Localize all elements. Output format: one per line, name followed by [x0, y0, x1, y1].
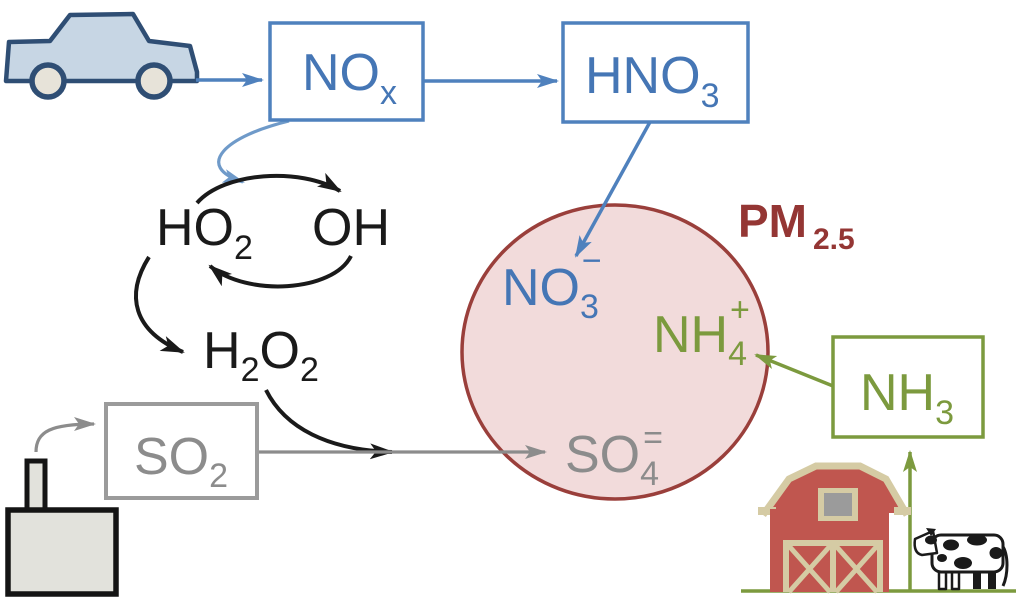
nh3-box	[831, 335, 985, 439]
cow-leg	[973, 570, 981, 589]
cow-spot	[989, 547, 1003, 559]
smokestack-icon	[5, 458, 119, 597]
oh-label: OH	[312, 199, 390, 257]
so2-box	[104, 402, 259, 500]
arrow-nox-to-radical-cycle	[217, 119, 290, 184]
barn-door-cross-braces	[787, 544, 879, 594]
so2-label: SO2	[134, 428, 228, 495]
cow-leg	[988, 570, 996, 589]
smokestack-building	[5, 507, 119, 597]
cow-head-spot	[925, 535, 937, 545]
ho2-label: HO2	[156, 199, 253, 267]
barn-eave-left	[758, 507, 776, 515]
arrow-hno3-to-no3	[574, 121, 652, 258]
smokestack-chimney	[24, 458, 48, 515]
cow-spot	[967, 534, 987, 546]
car-wheel-front	[29, 62, 67, 100]
arrow-smokestack-to-so2	[34, 417, 96, 453]
cow-spot	[937, 554, 947, 562]
cow-spot	[954, 557, 972, 569]
pm25-circle	[460, 203, 770, 501]
car-wheel-rear	[135, 62, 173, 100]
barn-window	[824, 493, 852, 516]
nh3-label: NH3	[860, 364, 954, 432]
arrow-nh3-to-nh4	[754, 353, 834, 388]
arrow-h2o2-to-so2-path	[264, 389, 394, 460]
h2o2-label: H2O2	[203, 322, 319, 389]
arrow-cycle-oh-to-ho2	[208, 254, 353, 289]
barn-icon	[758, 462, 911, 594]
nox-box	[268, 21, 425, 122]
cow-icon	[913, 528, 1009, 591]
no3-label: NO3−	[502, 242, 602, 326]
arrow-ho2-to-h2o2	[134, 255, 185, 354]
hno3-box	[561, 21, 750, 124]
cow-spot	[943, 539, 959, 551]
so4-label: SO4=	[565, 419, 663, 493]
car-icon	[3, 11, 200, 100]
nox-label: NOx	[302, 44, 397, 112]
arrow-cycle-ho2-to-oh	[195, 172, 342, 205]
barn-eave-right	[894, 507, 911, 515]
nh4-label: NH4+	[653, 291, 750, 373]
cow-ear	[926, 528, 936, 536]
hno3-label: HNO3	[585, 47, 719, 115]
barn-roof-trim	[760, 462, 911, 518]
